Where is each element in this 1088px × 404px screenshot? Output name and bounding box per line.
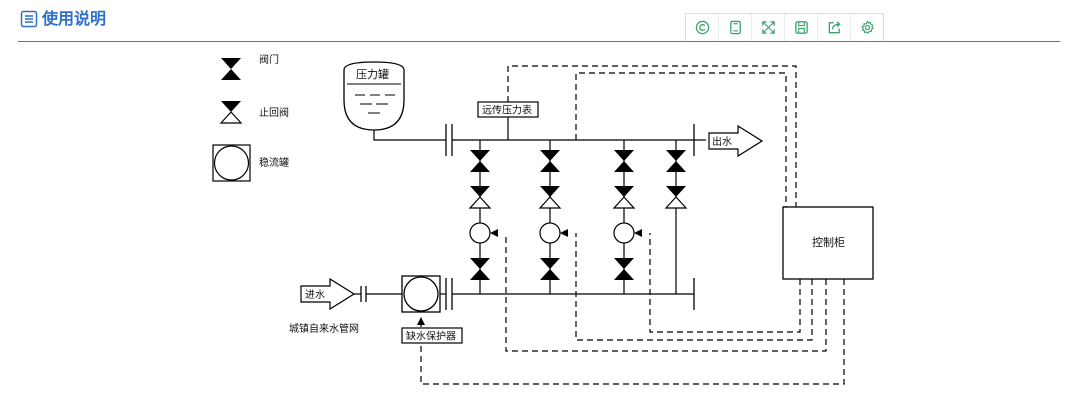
outlet-arrow: 出水 bbox=[708, 124, 764, 158]
expand-icon bbox=[761, 21, 775, 34]
main-pipes bbox=[353, 124, 706, 310]
legend: 阀门 止回阀 稳流罐 bbox=[212, 53, 289, 182]
branch-valves bbox=[468, 150, 688, 280]
legend-valve-icon bbox=[221, 58, 241, 69]
pressure-tank: 压力罐 bbox=[343, 61, 446, 141]
inlet-arrow: 进水 城镇自来水管网 bbox=[289, 277, 359, 335]
remote-gauge-label: 远传压力表 bbox=[482, 104, 532, 117]
outlet-label: 出水 bbox=[712, 135, 732, 148]
list-doc-icon bbox=[20, 10, 38, 28]
legend-stabilizer-label: 稳流罐 bbox=[259, 156, 289, 169]
legend-valve-label: 阀门 bbox=[259, 53, 279, 66]
tablet-icon bbox=[729, 20, 741, 35]
tablet-view-button[interactable] bbox=[719, 14, 752, 41]
control-cabinet: 控制柜 bbox=[782, 206, 874, 280]
pressure-tank-label: 压力罐 bbox=[356, 68, 389, 81]
low-water-protector-label: 缺水保护器 bbox=[406, 330, 456, 343]
page-title: 使用说明 bbox=[20, 9, 106, 29]
fullscreen-button[interactable] bbox=[752, 14, 785, 41]
share-icon bbox=[828, 21, 841, 34]
legend-check-valve-icon bbox=[221, 101, 241, 112]
stabilizer-tank bbox=[401, 275, 441, 313]
header-bar: 使用说明 bbox=[18, 0, 1060, 42]
remote-pressure-gauge: 远传压力表 bbox=[477, 101, 539, 140]
settings-button[interactable] bbox=[851, 14, 883, 41]
low-water-protector: 缺水保护器 bbox=[401, 317, 463, 344]
city-water-label: 城镇自来水管网 bbox=[289, 322, 359, 335]
toolbar bbox=[685, 13, 884, 41]
share-button[interactable] bbox=[818, 14, 851, 41]
settings-gear-icon bbox=[861, 20, 874, 34]
pump-branches bbox=[479, 140, 677, 294]
copyright-icon bbox=[695, 20, 709, 35]
copyright-button[interactable] bbox=[686, 14, 719, 41]
legend-check-valve-label: 止回阀 bbox=[259, 106, 289, 119]
save-icon bbox=[794, 21, 808, 34]
inlet-label: 进水 bbox=[305, 289, 325, 301]
signal-lines bbox=[420, 65, 845, 385]
page-title-text: 使用说明 bbox=[42, 9, 107, 28]
signal-arrowheads bbox=[490, 229, 642, 237]
save-button[interactable] bbox=[785, 14, 818, 41]
control-cabinet-label: 控制柜 bbox=[812, 235, 845, 249]
